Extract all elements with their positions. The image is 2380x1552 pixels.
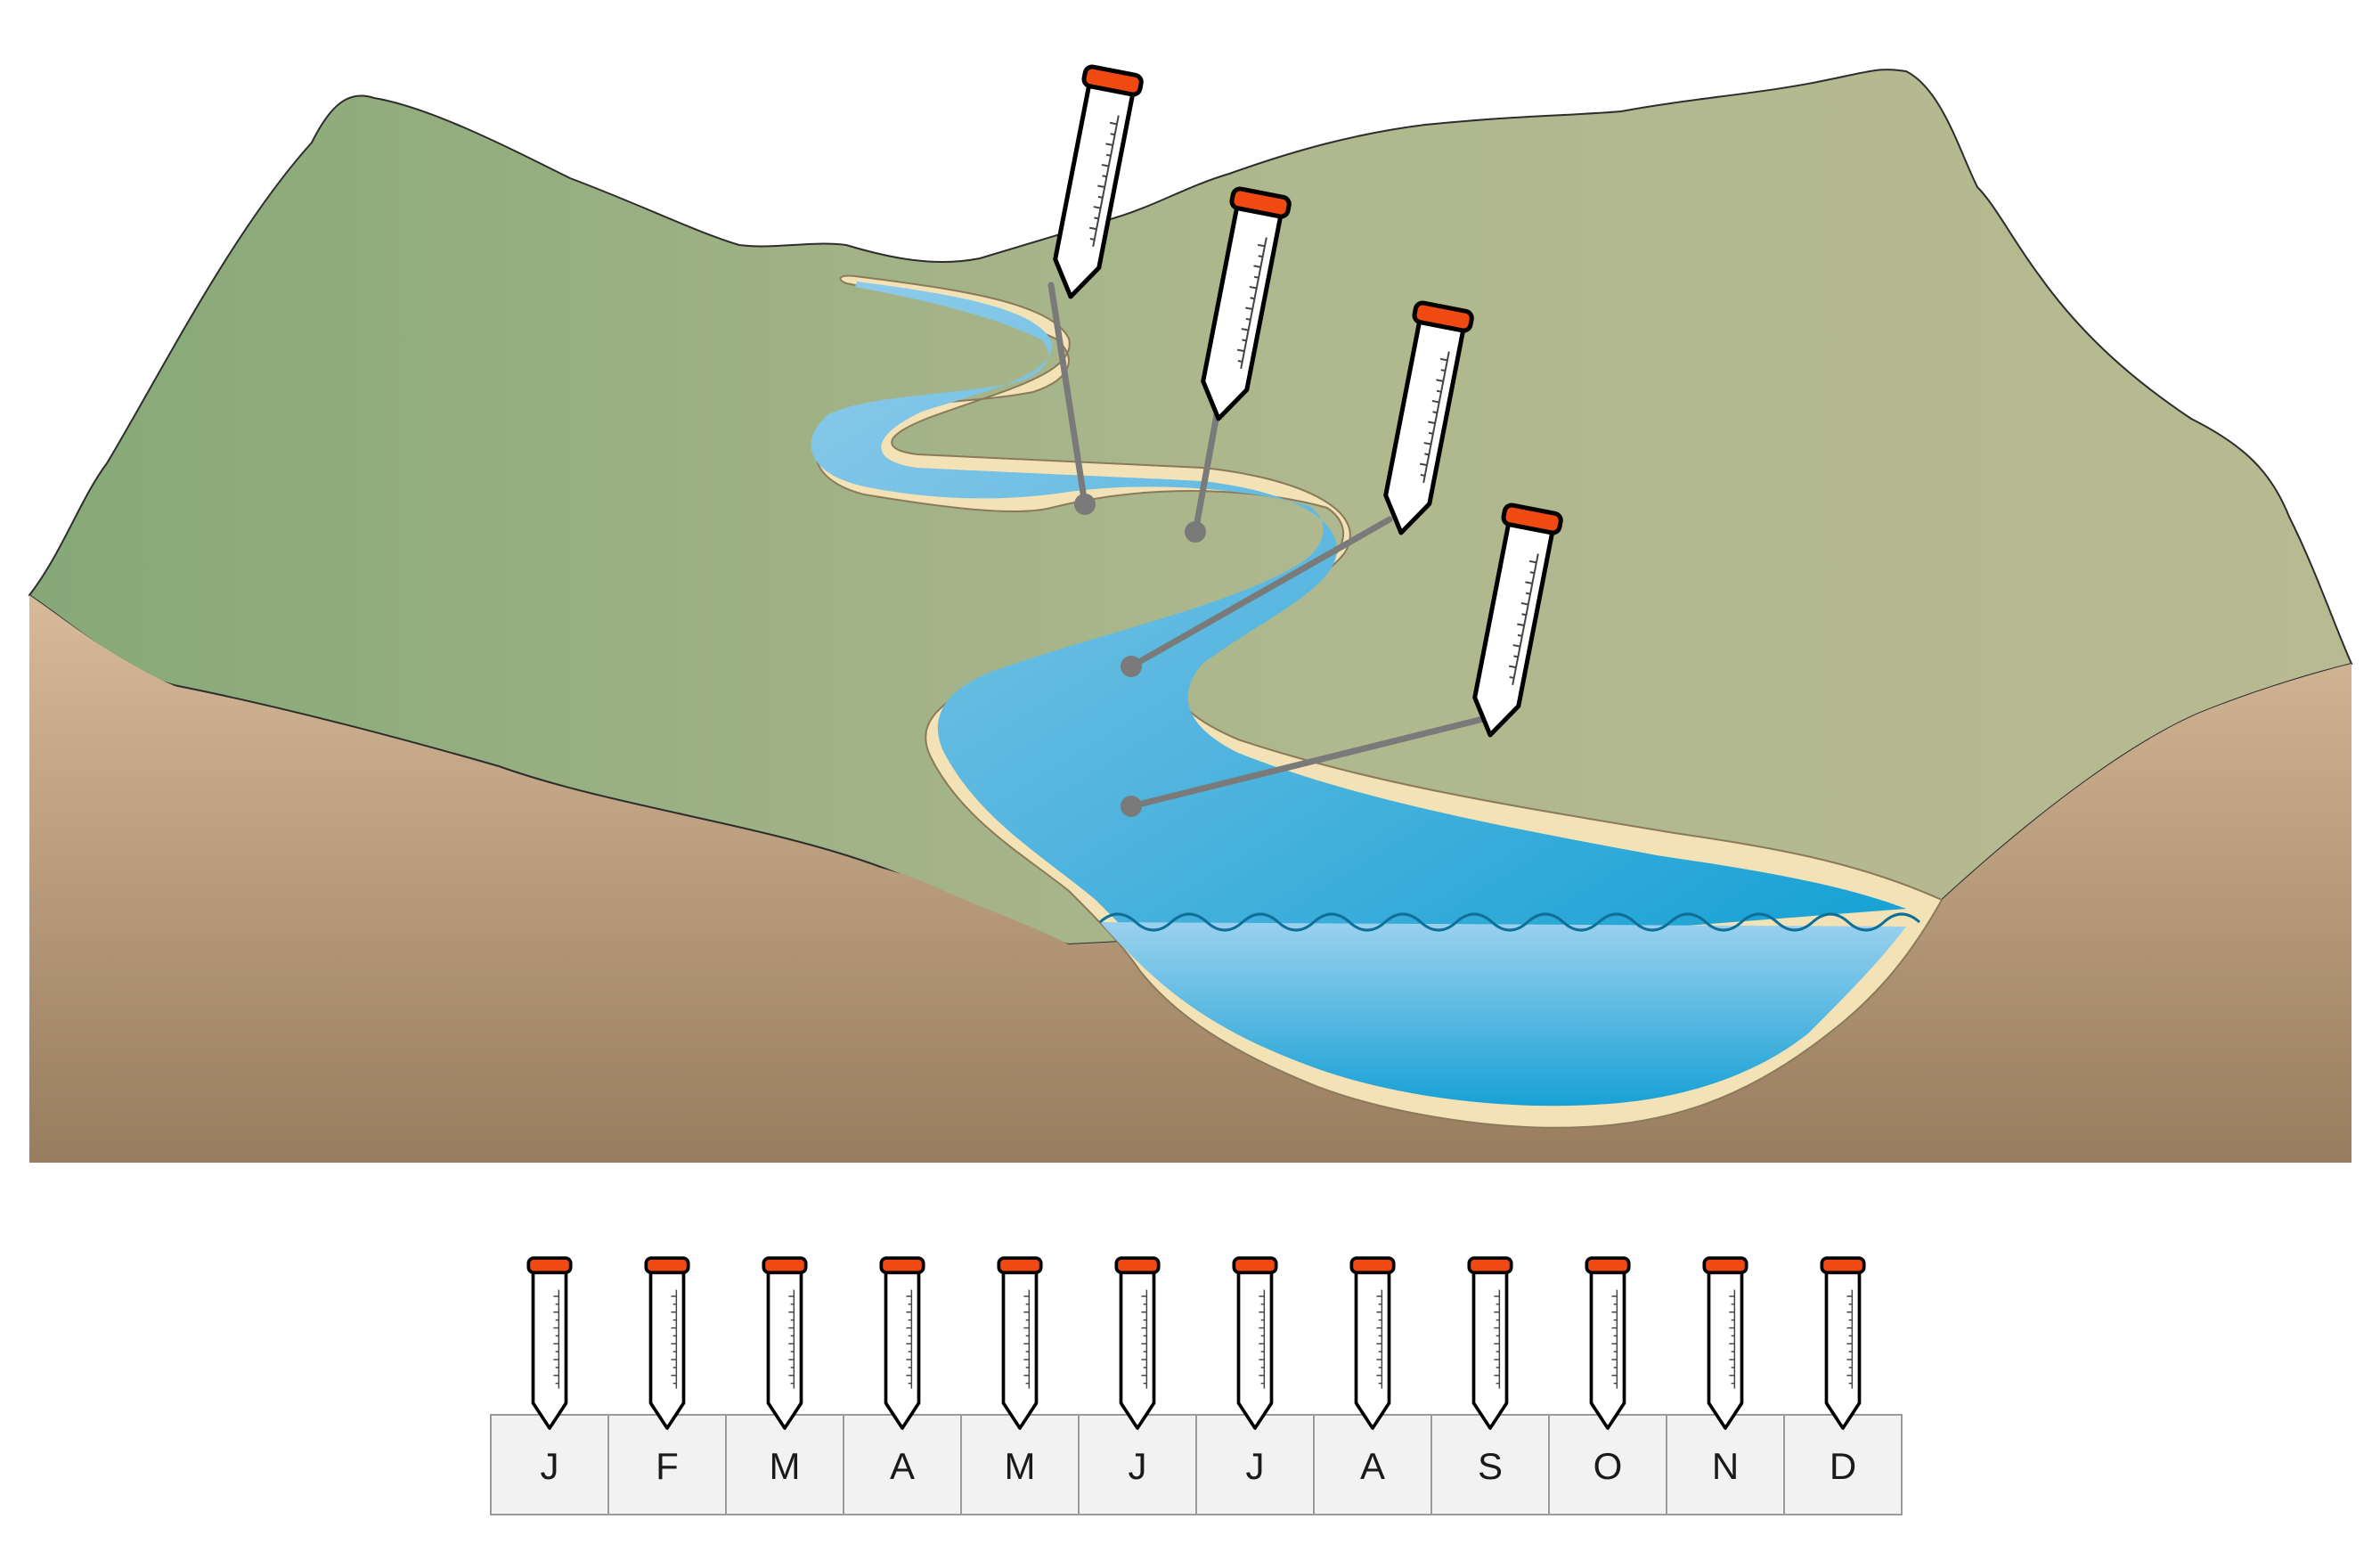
month-box — [960, 1414, 1080, 1515]
month-box — [1783, 1414, 1903, 1515]
month-cell: A — [1313, 1256, 1432, 1515]
sampling-point-4 — [1121, 796, 1142, 817]
sample-tube-icon — [1232, 1256, 1278, 1430]
month-cell: M — [960, 1256, 1080, 1515]
month-cell: J — [490, 1256, 609, 1515]
month-label: N — [1712, 1445, 1739, 1487]
month-box — [725, 1414, 844, 1515]
month-label: J — [1129, 1445, 1147, 1487]
sample-tube-icon — [644, 1256, 690, 1430]
lake-surface-waves — [1098, 912, 1921, 932]
month-cell: N — [1666, 1256, 1785, 1515]
sample-tube-icon — [1349, 1256, 1396, 1430]
month-label: F — [656, 1445, 679, 1487]
sampling-point-2 — [1185, 521, 1206, 543]
sample-tube-icon — [997, 1256, 1043, 1430]
month-cell: J — [1078, 1256, 1197, 1515]
sample-tube-icon — [879, 1256, 925, 1430]
month-label: J — [1246, 1445, 1265, 1487]
month-box — [1313, 1414, 1432, 1515]
lake-water — [1100, 922, 1906, 1107]
month-label: A — [890, 1445, 915, 1487]
month-box — [843, 1414, 962, 1515]
month-cell: F — [607, 1256, 727, 1515]
river-water — [811, 282, 1906, 962]
sample-tube-icon — [1467, 1256, 1513, 1430]
sample-tube-icon — [1114, 1256, 1161, 1430]
month-label: M — [770, 1445, 801, 1487]
month-cell: S — [1430, 1256, 1550, 1515]
month-label: S — [1478, 1445, 1503, 1487]
sample-tube-icon — [1585, 1256, 1631, 1430]
sampling-line-2 — [1192, 406, 1221, 535]
month-cell: J — [1195, 1256, 1315, 1515]
month-cell: O — [1548, 1256, 1667, 1515]
sampling-point-3 — [1121, 656, 1142, 677]
month-box — [1548, 1414, 1667, 1515]
sampling-line-1 — [1047, 282, 1088, 508]
sampling-line-3 — [1128, 516, 1393, 670]
sampling-points — [1074, 494, 1206, 817]
month-label: D — [1830, 1445, 1856, 1487]
month-label: O — [1593, 1445, 1623, 1487]
sample-tube-icon — [762, 1256, 808, 1430]
sampling-lines — [1047, 282, 1487, 810]
month-cell: D — [1783, 1256, 1903, 1515]
month-box — [1430, 1414, 1550, 1515]
sample-tube-icon — [1702, 1256, 1748, 1430]
month-label: J — [541, 1445, 559, 1487]
sampling-point-1 — [1074, 494, 1096, 515]
month-label: A — [1360, 1445, 1385, 1487]
month-label: M — [1005, 1445, 1036, 1487]
sampling-line-4 — [1128, 715, 1487, 810]
sample-tube-icon — [1820, 1256, 1866, 1430]
month-cell: M — [725, 1256, 844, 1515]
sample-tube-icon — [526, 1256, 573, 1430]
month-cell: A — [843, 1256, 962, 1515]
month-box — [1666, 1414, 1785, 1515]
